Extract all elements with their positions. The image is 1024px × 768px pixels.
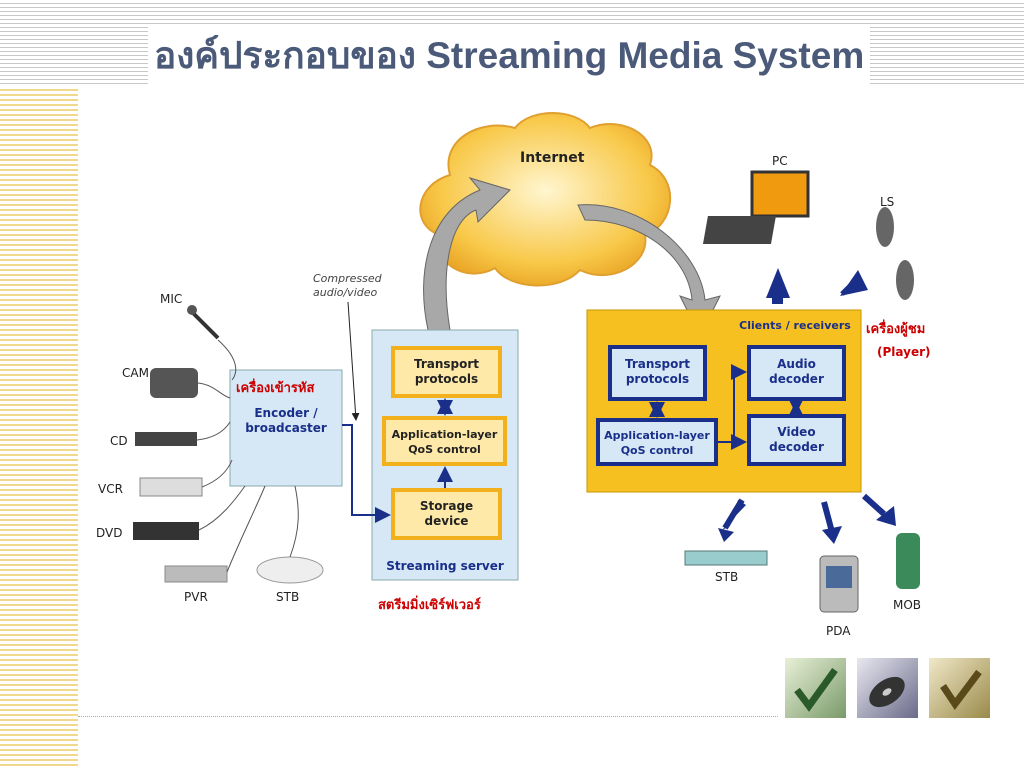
bottom-divider (78, 716, 778, 717)
device-pc-label: PC (772, 154, 788, 168)
server-label: Streaming server (386, 559, 504, 573)
source-cables (196, 339, 299, 573)
encoder-thai-label: เครื่องเข้ารหัส (236, 381, 315, 396)
device-ls-label: LS (880, 195, 895, 209)
source-pvr-label: PVR (184, 590, 208, 604)
audio-decoder-label: Audio decoder (769, 357, 824, 386)
slide-title: องค์ประกอบของ Streaming Media System (148, 26, 871, 85)
device-pda-label: PDA (826, 624, 851, 638)
check-thumbnail-icon (785, 658, 846, 718)
source-devices (133, 305, 324, 584)
client-qos-label: Application-layer QoS control (604, 429, 710, 457)
device-stb-label: STB (715, 570, 739, 584)
source-cam-label: CAM (122, 366, 149, 380)
source-mic-label: MIC (160, 292, 183, 306)
encoder-box (229, 369, 343, 487)
internet-cloud (419, 112, 672, 287)
compressed-label: Compressed audio/video (313, 272, 382, 299)
encoder-label: Encoder / broadcaster (245, 406, 327, 435)
pen-thumbnail-icon (929, 658, 990, 718)
clients-label: Clients / receivers (739, 319, 851, 332)
source-dvd-label: DVD (96, 526, 123, 540)
disc-thumbnail-icon (857, 658, 918, 718)
client-transport-label: Transport protocols (624, 357, 691, 386)
server-qos-label: Application-layer QoS control (391, 428, 498, 456)
server-transport-label: Transport protocols (413, 357, 480, 386)
output-arrows (718, 268, 896, 544)
client-devices (684, 170, 920, 613)
left-stripe (0, 86, 78, 768)
internet-label: Internet (520, 150, 585, 166)
player-label: (Player) (877, 345, 931, 359)
video-decoder-label: Video decoder (769, 425, 824, 454)
source-vcr-label: VCR (98, 482, 123, 496)
device-mob-label: MOB (893, 598, 922, 612)
upload-arrow (423, 177, 511, 331)
source-cd-label: CD (110, 434, 128, 448)
source-stb-label: STB (276, 590, 300, 604)
player-thai-label: เครื่องผู้ชม (866, 322, 926, 337)
server-thai-label: สตรีมมิ่งเซิร์ฟเวอร์ (378, 598, 481, 613)
server-storage-label: Storage device (419, 499, 474, 528)
